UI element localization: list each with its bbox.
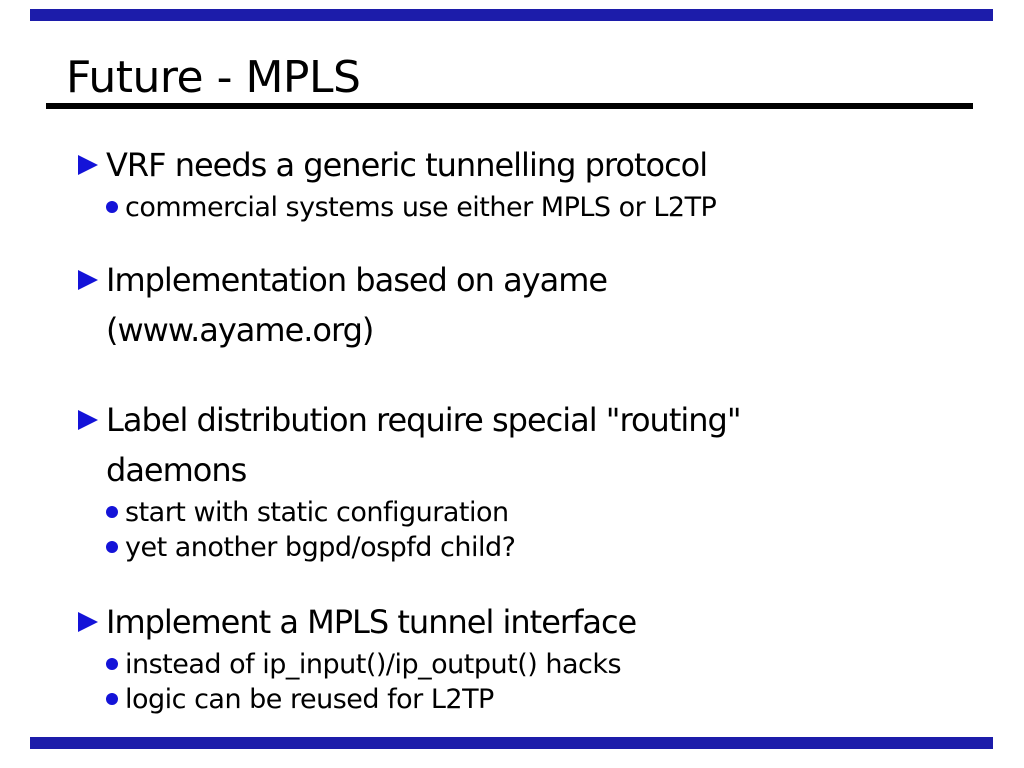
slide-title: Future - MPLS [66,52,361,103]
dot-bullet-icon [106,506,118,518]
bullet-marker-column [78,140,106,175]
sub-bullet-item: instead of ip_input()/ip_output() hacks [106,647,1004,682]
sub-bullet-marker-column [106,495,125,518]
sub-bullet-marker-column [106,682,125,705]
sub-bullet-item: logic can be reused for L2TP [106,682,1004,717]
bullet-item: Implement a MPLS tunnel interface [78,597,1004,647]
bullet-item: VRF needs a generic tunnelling protocol [78,140,1004,190]
dot-bullet-icon [106,201,118,213]
sub-bullet-text: start with static configuration [125,497,509,528]
bullet-group: Label distribution require special "rout… [78,395,1004,565]
bullet-marker-column [78,255,106,290]
sub-bullet-marker-column [106,530,125,553]
bullet-group: Implementation based on ayame (www.ayame… [78,255,1004,355]
bullet-text-column: Label distribution require special "rout… [106,395,742,495]
title-underline-rule [46,103,973,109]
bullet-text: Implement a MPLS tunnel interface [106,603,637,641]
bullet-group: VRF needs a generic tunnelling protocol … [78,140,1004,225]
triangle-right-icon [78,612,98,632]
bullet-text: daemons [106,451,247,489]
bullet-marker-column [78,395,106,430]
sub-bullet-item: commercial systems use either MPLS or L2… [106,190,1004,225]
bullet-text: Implementation based on ayame [106,261,608,299]
sub-bullet-item: yet another bgpd/ospfd child? [106,530,1004,565]
slide-body: VRF needs a generic tunnelling protocol … [78,140,1004,717]
sub-bullet-item: start with static configuration [106,495,1004,530]
bullet-text: (www.ayame.org) [106,311,374,349]
sub-bullet-marker-column [106,647,125,670]
bullet-item: Implementation based on ayame (www.ayame… [78,255,1004,355]
triangle-right-icon [78,410,98,430]
bullet-text-column: Implement a MPLS tunnel interface [106,597,637,647]
bullet-text: VRF needs a generic tunnelling protocol [106,146,708,184]
bullet-text: Label distribution require special "rout… [106,401,742,439]
sub-bullet-text: instead of ip_input()/ip_output() hacks [125,649,622,680]
bullet-item: Label distribution require special "rout… [78,395,1004,495]
dot-bullet-icon [106,541,118,553]
sub-bullet-text: yet another bgpd/ospfd child? [125,532,516,563]
bullet-text-column: Implementation based on ayame (www.ayame… [106,255,608,355]
bottom-border-bar [30,737,993,749]
triangle-right-icon [78,155,98,175]
sub-bullet-text: logic can be reused for L2TP [125,684,494,715]
bullet-group: Implement a MPLS tunnel interface instea… [78,597,1004,717]
dot-bullet-icon [106,693,118,705]
sub-bullet-text: commercial systems use either MPLS or L2… [125,192,717,223]
dot-bullet-icon [106,658,118,670]
top-border-bar [30,9,993,21]
sub-bullet-marker-column [106,190,125,213]
bullet-marker-column [78,597,106,632]
triangle-right-icon [78,270,98,290]
bullet-text-column: VRF needs a generic tunnelling protocol [106,140,708,190]
